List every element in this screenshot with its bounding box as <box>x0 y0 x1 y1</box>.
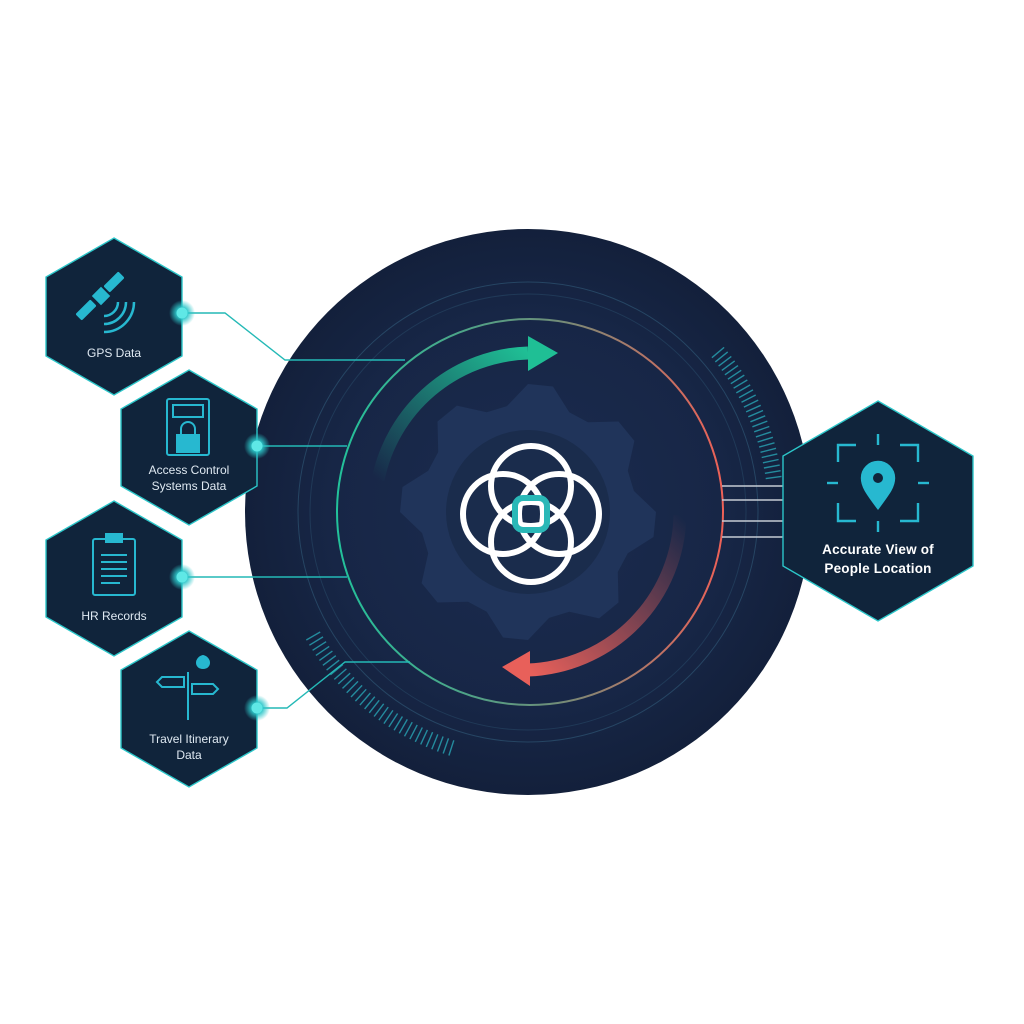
tick-mark <box>763 464 780 469</box>
input-node-travel-itinerary <box>120 630 258 788</box>
tick-mark <box>337 672 351 685</box>
tick-mark <box>721 360 736 371</box>
tick-mark <box>378 706 389 721</box>
travel-itinerary-label: Travel Itinerary Data <box>124 731 254 763</box>
tick-mark <box>758 442 775 448</box>
tick-mark <box>403 721 413 737</box>
tick-mark <box>735 384 751 394</box>
tick-mark <box>393 716 403 731</box>
tick-mark <box>442 738 450 754</box>
access-lock-icon <box>166 398 210 456</box>
tick-mark <box>711 346 725 359</box>
tick-mark <box>420 729 429 745</box>
tick-mark <box>326 659 340 671</box>
tick-mark <box>398 719 408 734</box>
tick-mark <box>750 415 766 423</box>
tick-mark <box>333 668 347 680</box>
hr-records-label-line-1: HR Records <box>81 609 147 623</box>
tick-mark <box>762 458 779 464</box>
tick-mark <box>322 655 337 666</box>
input-node-hr-records <box>45 500 183 657</box>
hr-records-label: HR Records <box>49 608 179 624</box>
access-control-label-line-2: Systems Data <box>151 479 227 493</box>
connector-dots <box>169 300 270 721</box>
tick-mark <box>748 409 764 418</box>
access-control-label: Access Control Systems Data <box>124 462 254 494</box>
tick-mark <box>431 734 439 750</box>
people-location-label-line-1: Accurate View of <box>822 542 934 557</box>
tick-mark <box>733 379 748 389</box>
processing-hub <box>245 229 811 795</box>
output-connectors <box>722 485 792 538</box>
tick-mark <box>414 727 423 743</box>
tick-mark <box>312 641 327 651</box>
tick-mark <box>388 713 399 728</box>
tick-mark <box>730 374 745 385</box>
tick-mark <box>745 404 761 413</box>
tick-mark <box>755 431 772 438</box>
people-location-label-line-2: People Location <box>824 561 932 576</box>
access-control-label-line-1: Access Control <box>148 463 230 477</box>
tick-mark <box>425 731 434 748</box>
tick-mark <box>354 688 367 702</box>
tick-mark <box>761 453 778 459</box>
gps-data-label: GPS Data <box>49 345 179 361</box>
tick-mark <box>318 650 333 661</box>
travel-itinerary-label-line-2: Data <box>176 748 202 762</box>
tick-mark <box>752 420 768 428</box>
tick-mark <box>757 436 774 443</box>
input-node-access-control <box>120 369 258 526</box>
tick-mark <box>764 470 781 474</box>
clipboard-icon <box>92 533 136 596</box>
tick-mark <box>738 389 754 399</box>
tick-mark <box>373 703 385 717</box>
tick-mark <box>342 676 355 689</box>
tick-mark <box>364 696 376 710</box>
tick-mark <box>724 365 739 376</box>
signpost-location-icon <box>155 654 220 720</box>
tick-mark <box>743 399 759 408</box>
travel-itinerary-label-line-1: Travel Itinerary <box>149 732 229 746</box>
input-connectors <box>182 312 410 709</box>
location-target-icon <box>827 434 929 532</box>
tick-mark <box>436 736 444 752</box>
satellite-icon <box>76 272 136 334</box>
tick-mark <box>741 394 757 403</box>
tick-mark <box>383 710 394 724</box>
tick-mark <box>350 684 363 698</box>
cycle-arrow-top <box>371 336 558 482</box>
process-ring <box>336 318 724 706</box>
cycle-arrow-bottom <box>502 514 687 686</box>
tick-mark <box>727 369 742 380</box>
input-node-gps <box>45 237 183 396</box>
output-node-people-location <box>782 400 974 622</box>
tick-mark <box>346 680 359 694</box>
tick-mark <box>448 740 455 756</box>
tick-mark <box>368 699 380 714</box>
tick-mark <box>309 636 324 646</box>
tick-mark <box>760 447 777 453</box>
tick-mark <box>359 692 371 706</box>
tick-mark <box>315 645 330 656</box>
tick-mark <box>714 351 729 363</box>
tick-mark <box>409 724 418 740</box>
tick-mark <box>329 664 344 676</box>
tick-marks <box>305 346 782 756</box>
gps-data-label-line-1: GPS Data <box>86 346 142 360</box>
tick-mark <box>765 475 782 480</box>
tick-mark <box>753 425 770 433</box>
interlocking-rings-logo-icon <box>460 443 602 585</box>
tick-mark <box>305 631 321 641</box>
people-location-label: Accurate View of People Location <box>788 540 968 578</box>
tick-mark <box>718 355 732 367</box>
